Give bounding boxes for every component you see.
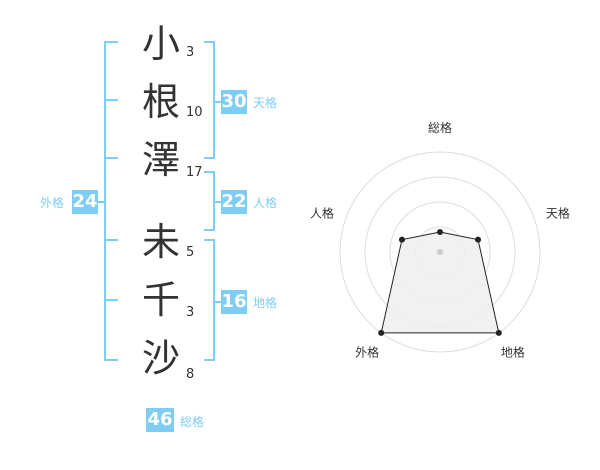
- jinkaku-label: 人格: [253, 196, 278, 210]
- stroke-count-6: 8: [186, 367, 195, 382]
- radar-point-3: [495, 329, 502, 336]
- name-char-1: 小: [141, 22, 180, 66]
- radar-axis-label-1: 総格: [428, 120, 452, 135]
- stroke-count-4: 5: [186, 245, 195, 260]
- soukaku-badge: 46: [146, 408, 174, 432]
- name-char-6: 沙: [141, 336, 180, 380]
- radar-ring-4: [339, 151, 541, 353]
- name-char-3: 澤: [141, 138, 180, 182]
- chikaku-bracket: [204, 239, 215, 361]
- radar-point-5: [398, 236, 405, 243]
- tenkaku-badge: 30: [221, 90, 247, 114]
- soukaku-label: 総格: [180, 415, 205, 429]
- radar-axis-label-2: 天格: [546, 206, 570, 221]
- jinkaku-badge: 22: [221, 190, 247, 214]
- name-char-2: 根: [141, 80, 180, 124]
- stroke-count-5: 3: [186, 305, 195, 320]
- radar-center-point: [437, 249, 443, 255]
- stroke-count-2: 10: [186, 105, 203, 120]
- radar-axis-label-5: 人格: [310, 206, 334, 221]
- radar-area: [380, 231, 500, 334]
- name-char-4: 未: [141, 220, 180, 264]
- name-char-5: 千: [141, 278, 180, 322]
- radar-axis-label-4: 外格: [355, 344, 379, 359]
- radar-point-4: [378, 329, 385, 336]
- radar-point-1: [437, 229, 443, 235]
- gaikaku-label: 外格: [40, 196, 65, 210]
- stroke-count-3: 17: [186, 165, 203, 180]
- stroke-count-1: 3: [186, 45, 195, 60]
- tenkaku-label: 天格: [253, 96, 278, 110]
- chikaku-badge: 16: [221, 290, 247, 314]
- radar-axis-label-3: 地格: [501, 344, 525, 359]
- tenkaku-bracket: [204, 41, 215, 159]
- radar-point-2: [475, 236, 482, 243]
- gaikaku-badge: 24: [72, 190, 98, 214]
- chikaku-label: 地格: [253, 296, 278, 310]
